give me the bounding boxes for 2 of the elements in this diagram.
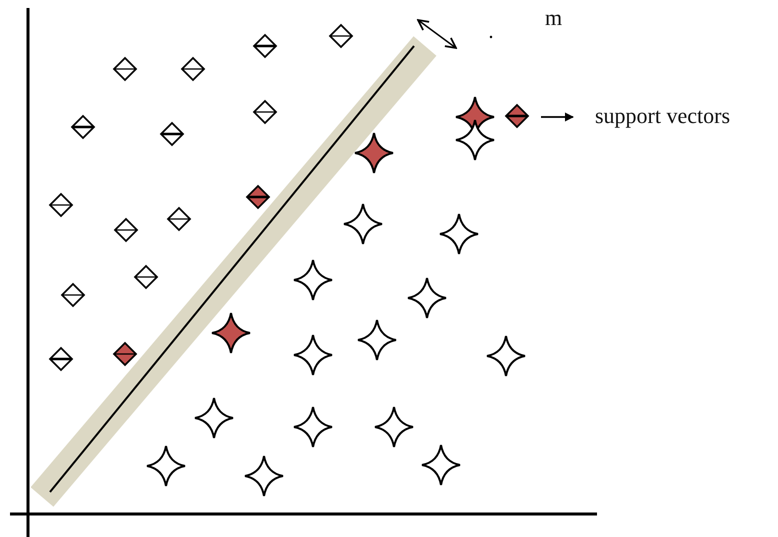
legend-text: support vectors — [595, 105, 730, 127]
margin-label: m — [545, 7, 562, 29]
